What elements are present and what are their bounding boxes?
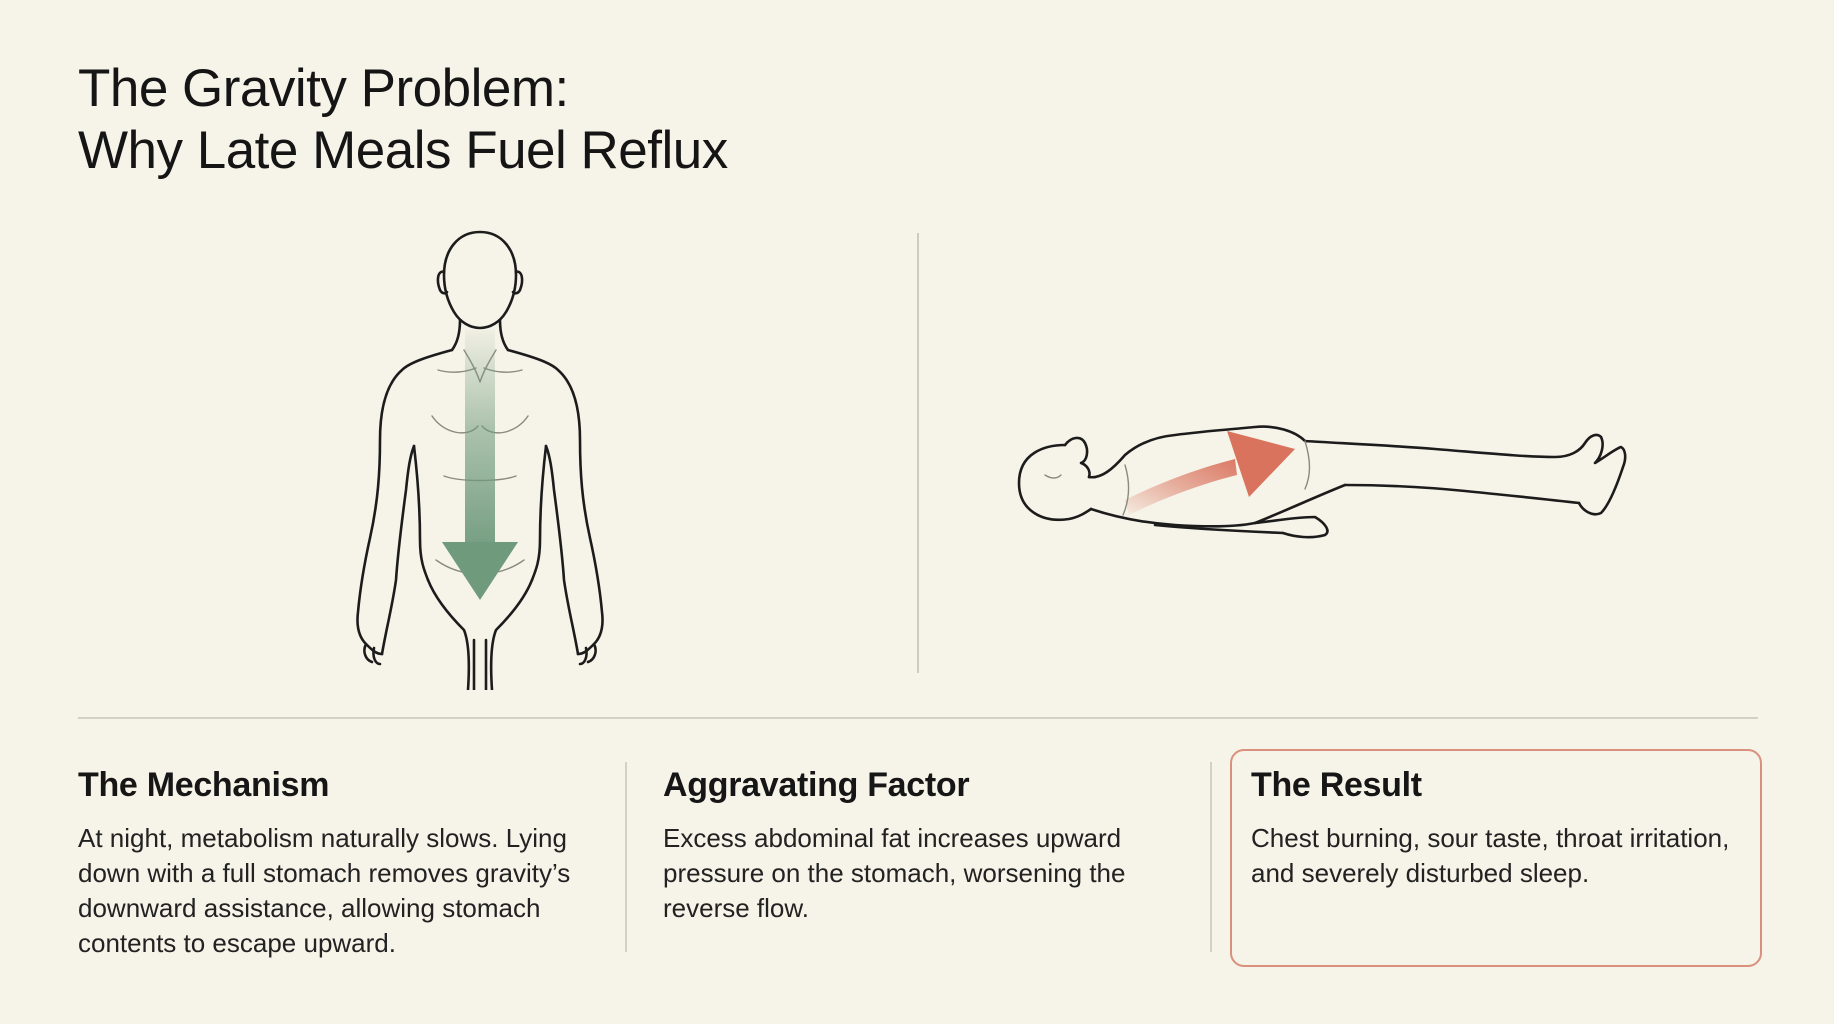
standing-body-figure: [356, 230, 604, 690]
result-body: Chest burning, sour taste, throat irrita…: [1251, 823, 1730, 888]
result-highlight-box: [1230, 749, 1762, 967]
mechanism-heading: The Mechanism: [78, 766, 330, 804]
aggravating-factor-section: Aggravating Factor Excess abdominal fat …: [663, 765, 1183, 926]
lying-body-figure: [1017, 425, 1627, 539]
page-title: The Gravity Problem: Why Late Meals Fuel…: [78, 58, 728, 182]
down-arrow-icon: [442, 330, 518, 600]
title-line-1: The Gravity Problem:: [78, 59, 569, 118]
aggravating-factor-body: Excess abdominal fat increases upward pr…: [663, 823, 1126, 923]
figure-divider: [917, 233, 919, 673]
section-divider: [78, 717, 1758, 719]
mechanism-body: At night, metabolism naturally slows. Ly…: [78, 823, 571, 958]
column-divider: [1210, 762, 1212, 952]
column-divider: [625, 762, 627, 952]
result-section: The Result Chest burning, sour taste, th…: [1251, 765, 1751, 891]
mechanism-section: The Mechanism At night, metabolism natur…: [78, 765, 598, 961]
up-arrow-icon: [1125, 431, 1295, 515]
title-line-2: Why Late Meals Fuel Reflux: [78, 121, 728, 180]
result-heading: The Result: [1251, 766, 1422, 804]
aggravating-factor-heading: Aggravating Factor: [663, 766, 970, 804]
